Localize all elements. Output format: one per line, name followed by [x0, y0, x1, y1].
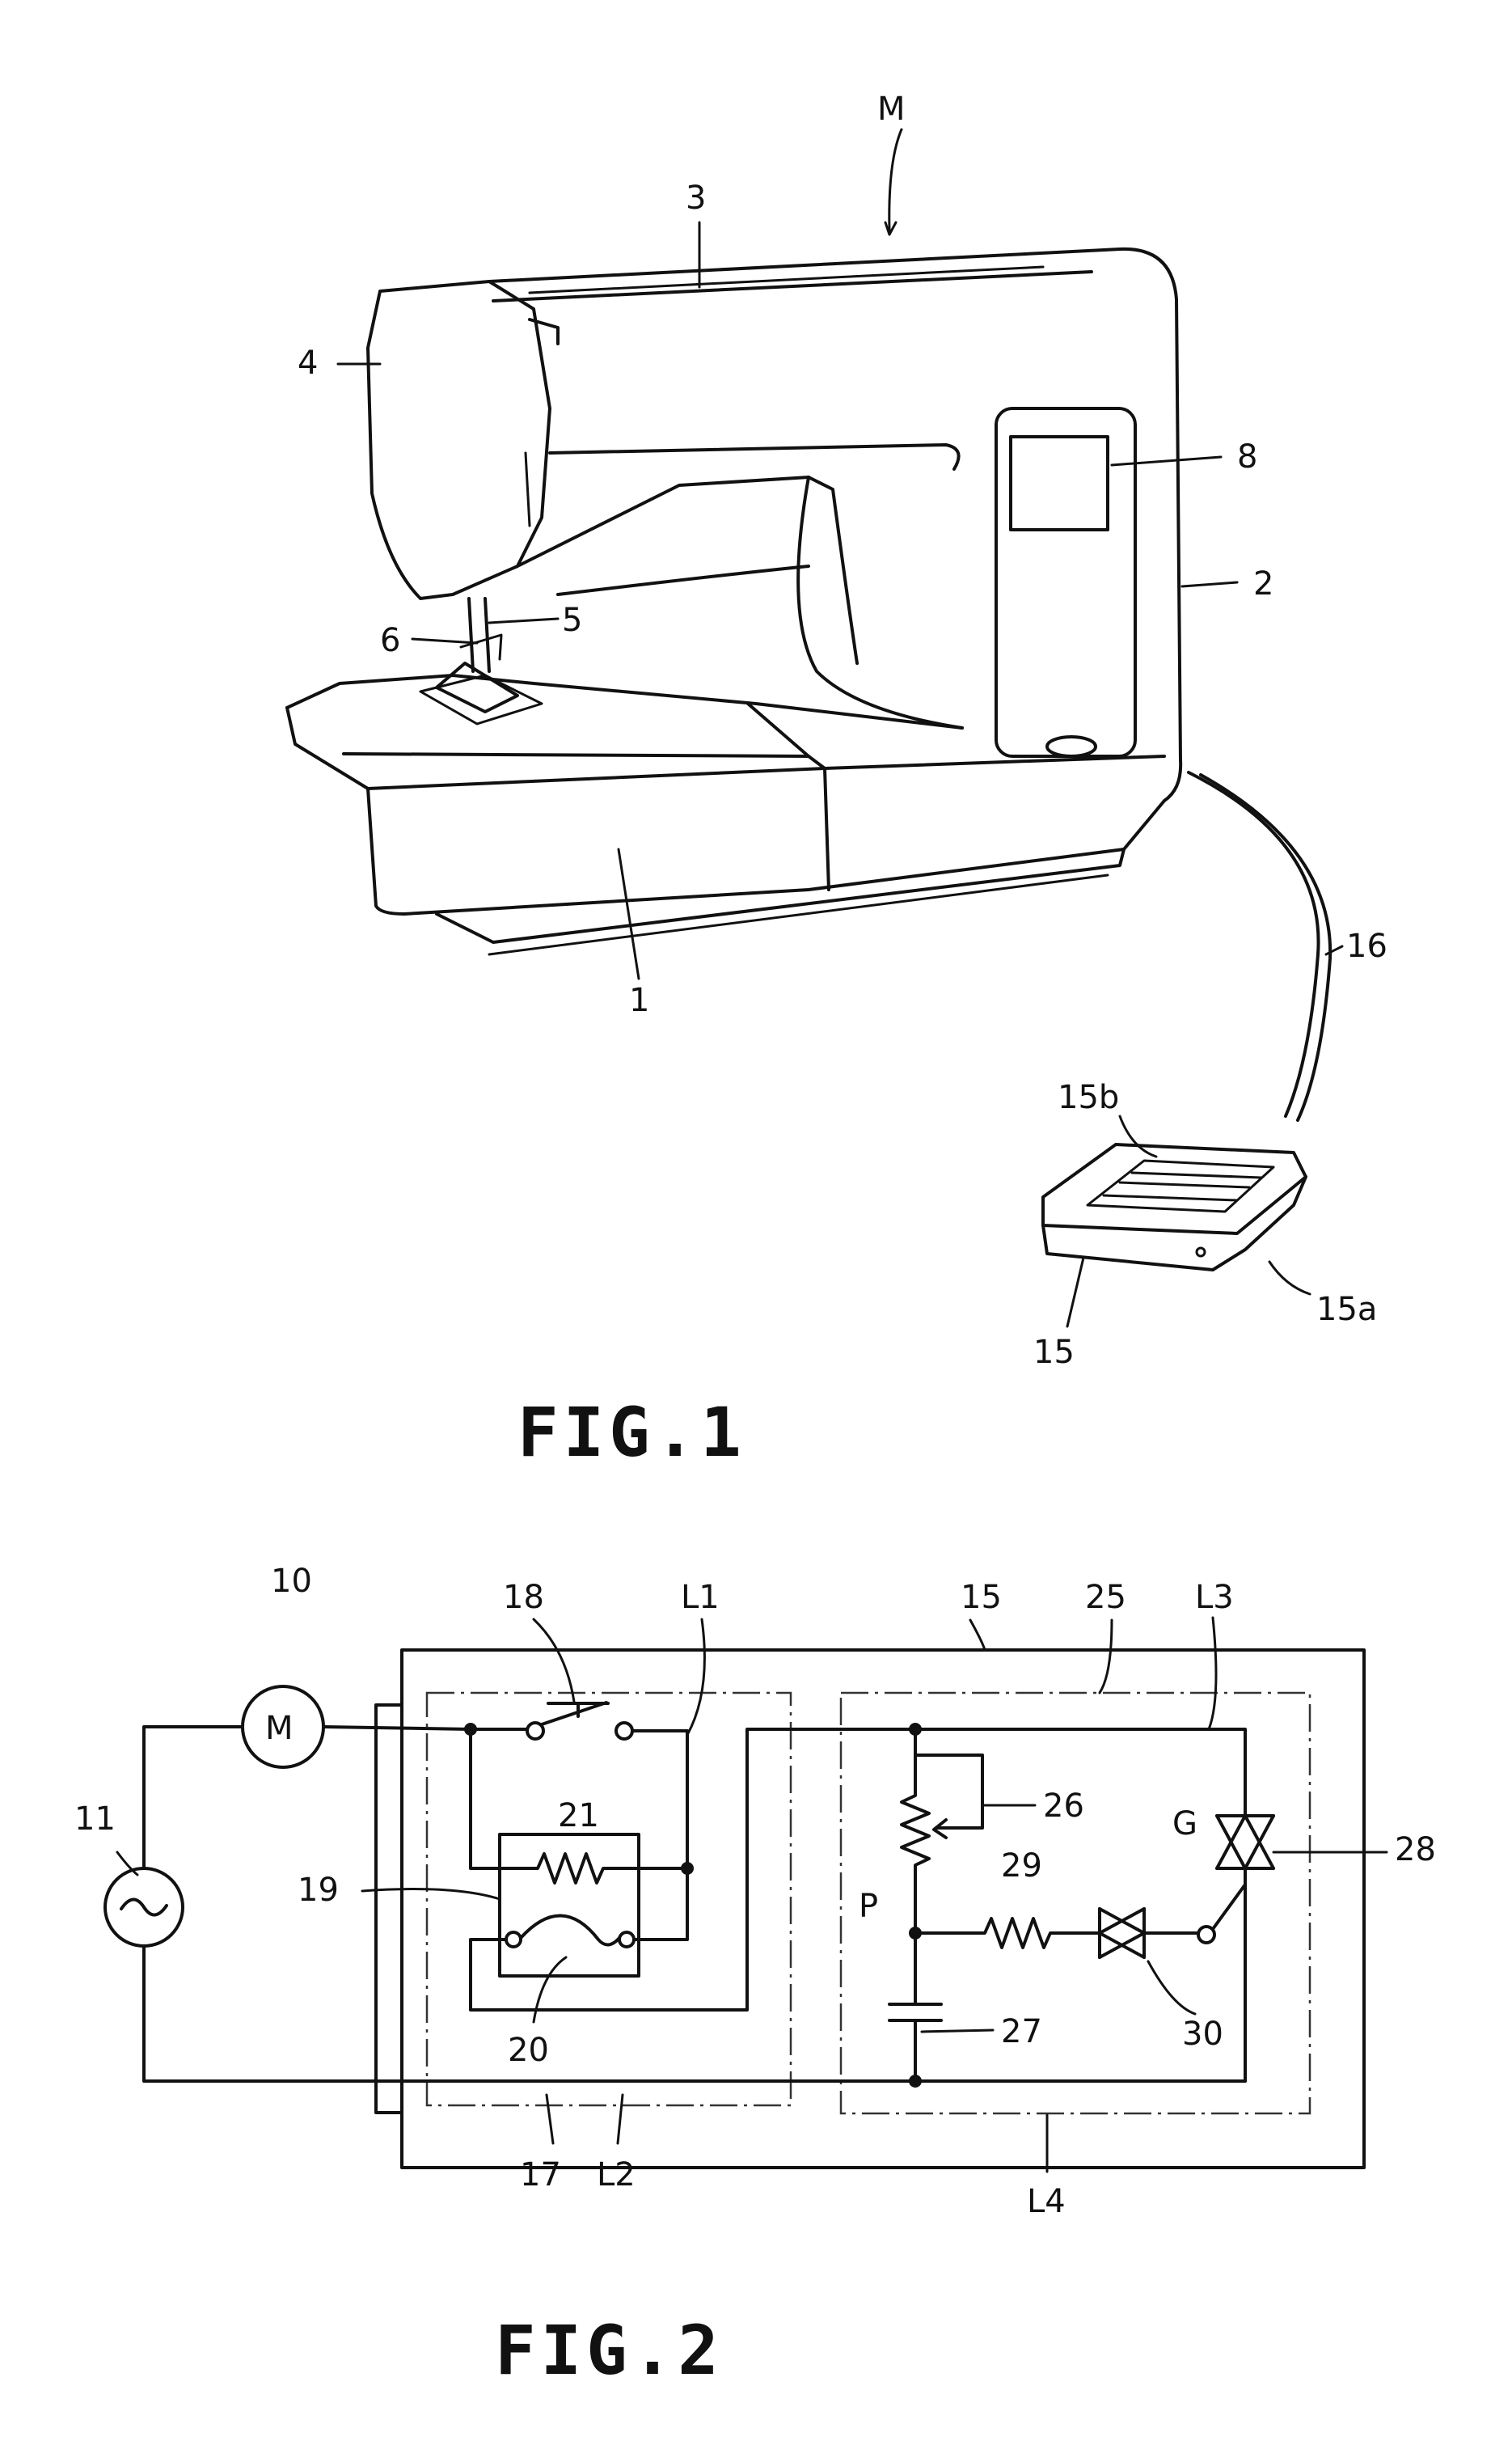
label-11: 11	[74, 1800, 116, 1838]
label-19: 19	[298, 1872, 339, 1909]
figure-1: M 3 4 8 2 5 6 1 16 15b 15 15a FIG.1	[285, 91, 1387, 1472]
label-29: 29	[1001, 1847, 1042, 1885]
label-15: 15	[961, 1579, 1002, 1616]
label-28: 28	[1395, 1831, 1436, 1868]
label-p: P	[859, 1888, 878, 1925]
label-l2: L2	[597, 2156, 636, 2194]
label-17: 17	[520, 2156, 561, 2194]
label-l1: L1	[681, 1579, 720, 1616]
figure-1-caption: FIG.1	[517, 1393, 746, 1472]
label-5: 5	[562, 602, 582, 639]
label-27: 27	[1001, 2013, 1042, 2050]
thermal-protector-unit	[498, 1833, 640, 1978]
label-3: 3	[686, 180, 706, 217]
label-16: 16	[1346, 928, 1387, 965]
figure-2-reference-labels: 10 18 L1 15 25 L3 11 21 26 G 28 19 P 29 …	[74, 1563, 1436, 2220]
label-30: 30	[1182, 2016, 1223, 2053]
label-m: M	[877, 91, 906, 128]
label-10: 10	[271, 1563, 312, 1600]
label-l3: L3	[1195, 1579, 1234, 1616]
speed-control-circuit-25-boundary	[839, 1691, 1311, 2115]
label-15b: 15b	[1058, 1079, 1119, 1116]
label-6: 6	[380, 622, 400, 659]
label-20: 20	[508, 2032, 549, 2069]
figure-1-reference-labels: M 3 4 8 2 5 6 1 16 15b 15 15a	[298, 91, 1387, 1371]
label-4: 4	[298, 345, 318, 382]
label-g: G	[1172, 1805, 1197, 1842]
motor-symbol: M	[265, 1710, 294, 1747]
label-1: 1	[629, 982, 649, 1019]
figure-2-caption: FIG.2	[495, 2311, 724, 2390]
label-26: 26	[1043, 1787, 1084, 1825]
switch-unit-17-boundary	[425, 1691, 792, 2107]
label-18: 18	[503, 1579, 544, 1616]
label-2: 2	[1253, 565, 1273, 603]
label-15: 15	[1033, 1334, 1075, 1371]
gate-terminal	[1197, 1925, 1216, 1944]
label-15a: 15a	[1316, 1291, 1377, 1328]
label-8: 8	[1237, 438, 1257, 476]
label-21: 21	[558, 1797, 599, 1834]
label-l4: L4	[1027, 2183, 1066, 2220]
figure-2: M	[74, 1563, 1436, 2390]
label-25: 25	[1085, 1579, 1126, 1616]
sewing-machine-drawing	[285, 128, 1344, 1328]
circuit-diagram: M	[103, 1616, 1388, 2173]
